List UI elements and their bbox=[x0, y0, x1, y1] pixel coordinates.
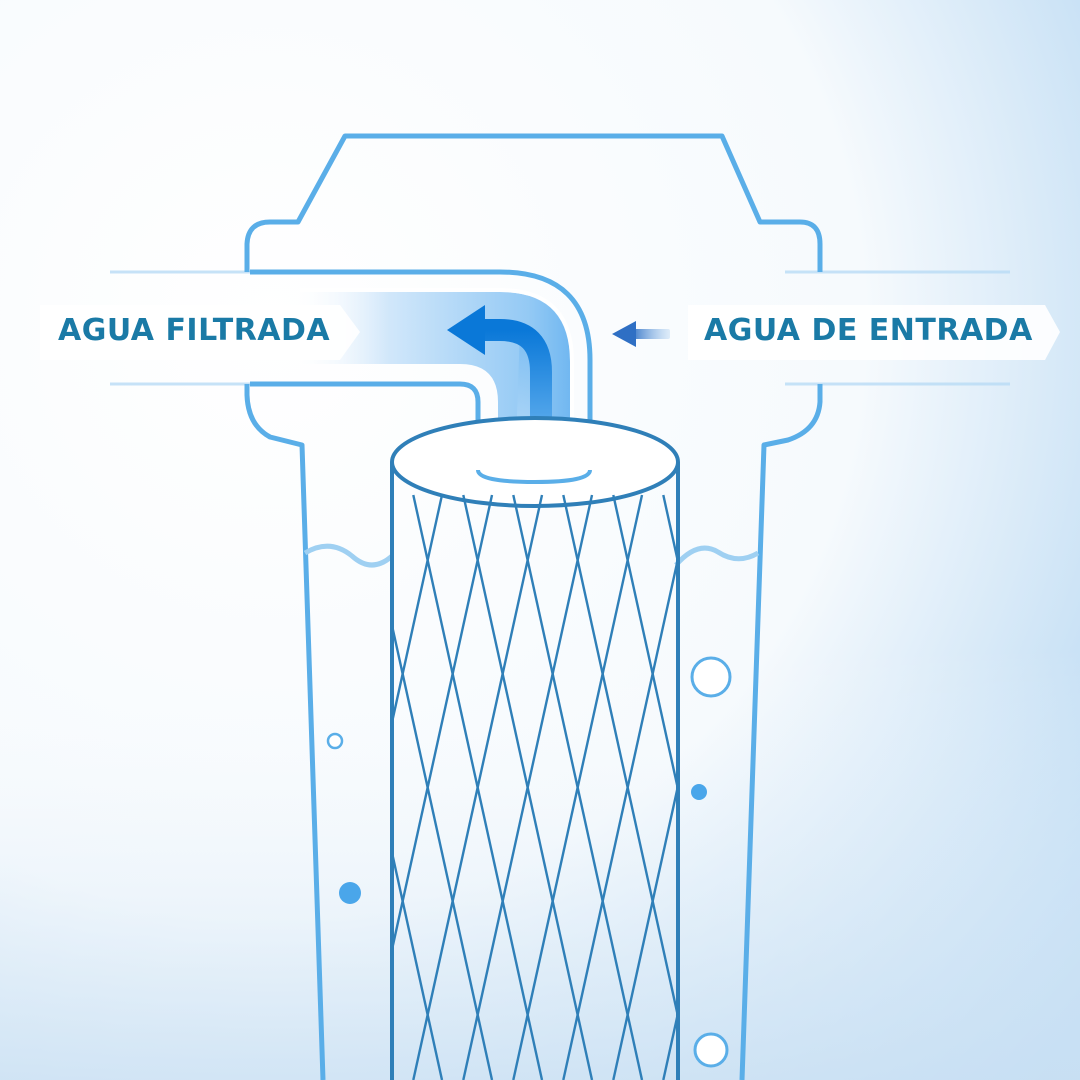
water-surface-right bbox=[674, 545, 760, 567]
mesh-strand bbox=[390, 494, 494, 965]
filter-cartridge bbox=[390, 462, 680, 1080]
mesh-strand bbox=[412, 494, 544, 1080]
mesh-strand bbox=[390, 494, 444, 737]
bubble bbox=[691, 784, 707, 800]
filtered-water-label: AGUA FILTRADA bbox=[58, 313, 331, 348]
label-ribbon-right bbox=[688, 305, 1060, 360]
inlet-water-label: AGUA DE ENTRADA bbox=[704, 313, 1033, 348]
cartridge-top-cap bbox=[390, 416, 680, 508]
mesh-strand bbox=[562, 543, 680, 1080]
outlet-pipe-inner bbox=[300, 288, 574, 470]
curved-arrow-left-icon bbox=[447, 305, 552, 470]
outlet-pipe bbox=[250, 269, 593, 470]
water-surface-left bbox=[303, 543, 394, 568]
bubbles bbox=[326, 656, 732, 1068]
bubble bbox=[693, 1032, 729, 1068]
mesh-strand bbox=[390, 838, 444, 1080]
filter-housing-outline bbox=[244, 133, 823, 1080]
bubble bbox=[690, 656, 732, 698]
cartridge-center-tube bbox=[476, 469, 592, 485]
mesh-strand bbox=[512, 494, 644, 1080]
bubble bbox=[339, 882, 361, 904]
arrow-left-icon bbox=[612, 321, 670, 347]
mesh-strand bbox=[612, 771, 680, 1080]
bubble bbox=[326, 732, 344, 750]
label-ribbon-left bbox=[40, 305, 360, 360]
filter-mesh bbox=[390, 494, 680, 1080]
mesh-strand bbox=[462, 494, 594, 1080]
